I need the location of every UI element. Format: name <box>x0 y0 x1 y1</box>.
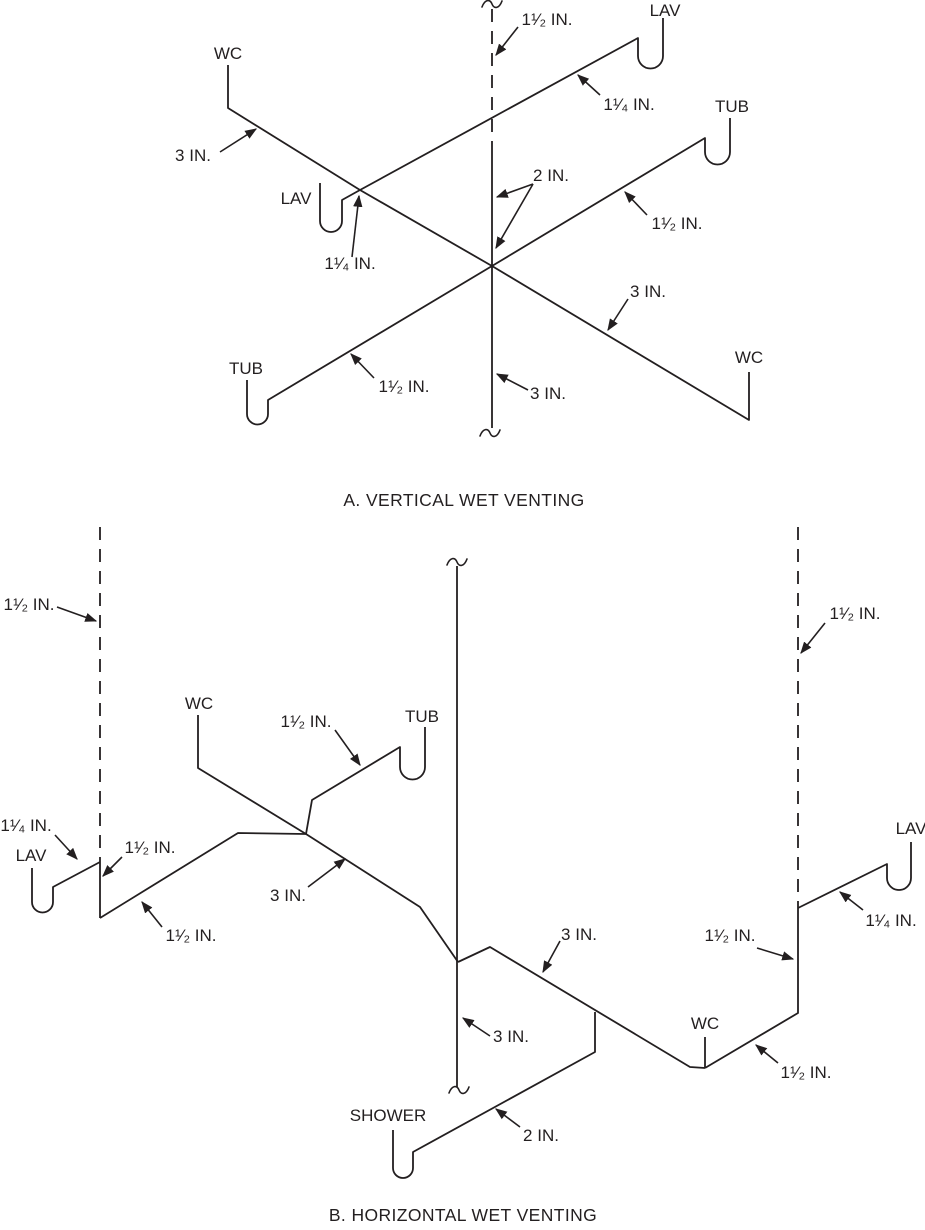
b-lav-left-branch-line <box>99 832 307 919</box>
b-label-tub: TUB <box>405 707 439 726</box>
a-label-tub-branch-top-right-size: 1¹⁄₂ IN. <box>652 214 703 233</box>
b-label-wc-left: WC <box>185 694 213 713</box>
b-wc-left-drain <box>197 715 307 835</box>
b-leader-lav-left-drain <box>141 901 163 928</box>
a-leader-stack-vent <box>495 26 519 56</box>
a-caption: A. VERTICAL WET VENTING <box>343 490 584 510</box>
a-label-lav-top-right: LAV <box>650 1 682 20</box>
b-branch-upstream-line <box>305 833 459 963</box>
b-label-lav-left: LAV <box>16 846 48 865</box>
a-leader-tub-branch-bottom-left <box>350 353 375 379</box>
b-label-vent-left-size: 1¹⁄₂ IN. <box>4 595 55 614</box>
b-label-tub-trap-arm-size: 1¹⁄₂ IN. <box>281 712 332 731</box>
b-wc-right-riser-line <box>704 908 799 1069</box>
b-pipe-break-top <box>446 557 468 567</box>
b-lav-right-trap-drain <box>797 842 912 909</box>
section-a-vertical-wet-venting: 1¹⁄₂ IN. LAV WC 1¹⁄₄ IN. TUB 3 IN. 2 IN.… <box>175 0 763 510</box>
a-pipe-break-top <box>481 0 503 9</box>
section-b-horizontal-wet-venting: 1¹⁄₂ IN. 1¹⁄₂ IN. WC 1¹⁄₂ IN. TUB 1¹⁄₄ I… <box>0 527 925 1225</box>
b-label-lav-left-drain-size: 1¹⁄₂ IN. <box>166 926 217 945</box>
b-label-lav-left-trap-arm-size: 1¹⁄₄ IN. <box>0 816 51 835</box>
b-label-wc-right-branch-size: 1¹⁄₂ IN. <box>781 1063 832 1082</box>
b-label-lav-right-trap-arm-size: 1¹⁄₄ IN. <box>865 911 916 930</box>
b-leader-lav-left-trap-arm <box>54 834 78 860</box>
b-leader-stack <box>462 1017 491 1037</box>
a-label-wc-bottom-right: WC <box>735 348 763 367</box>
b-branch-downstream-line <box>457 946 706 1069</box>
b-leader-wc-right-branch <box>755 1044 779 1064</box>
a-leader-stack-below <box>495 373 529 391</box>
a-lav-mid-left-trap-drain <box>319 183 361 233</box>
b-tub-trap-drain <box>305 727 426 835</box>
a-label-stack-below-size: 3 IN. <box>530 384 566 403</box>
b-leader-lav-left-vertical <box>102 856 123 877</box>
a-label-tub-top-right: TUB <box>715 97 749 116</box>
a-label-wet-vent-size: 2 IN. <box>533 166 569 185</box>
b-label-shower: SHOWER <box>350 1106 427 1125</box>
a-label-lav-branch-top-right-size: 1¹⁄₄ IN. <box>603 95 654 114</box>
a-tub-top-right-trap-drain <box>491 118 731 267</box>
a-label-wc-branch-top-left-size: 3 IN. <box>175 146 211 165</box>
a-leader-wc-branch-top-left <box>219 128 258 153</box>
b-leader-shower-branch <box>495 1108 521 1128</box>
a-label-tub-bottom-left: TUB <box>229 359 263 378</box>
b-label-wc-right-vertical-size: 1¹⁄₂ IN. <box>705 926 756 945</box>
b-leader-vent-right <box>800 622 826 654</box>
a-leader-lav-branch-top-right <box>577 74 601 96</box>
b-leader-branch-downstream <box>542 940 561 974</box>
a-tub-bottom-left-trap-drain <box>246 265 493 426</box>
b-leader-lav-right-trap-arm <box>839 891 864 911</box>
b-label-vent-right-size: 1¹⁄₂ IN. <box>830 604 881 623</box>
b-label-stack-size: 3 IN. <box>493 1027 529 1046</box>
b-leader-branch-upstream <box>307 858 346 888</box>
b-label-branch-upstream-size: 3 IN. <box>270 886 306 905</box>
a-wc-top-left-drain <box>227 65 361 191</box>
b-lav-left-trap-drain <box>31 861 101 914</box>
a-label-lav-branch-mid-left-size: 1¹⁄₄ IN. <box>324 254 375 273</box>
a-label-tub-branch-bottom-left-size: 1¹⁄₂ IN. <box>379 377 430 396</box>
b-caption: B. HORIZONTAL WET VENTING <box>329 1205 597 1225</box>
b-label-branch-downstream-size: 3 IN. <box>561 925 597 944</box>
a-leader-lav-branch-mid-left <box>351 194 363 258</box>
b-leader-vent-left <box>56 606 98 622</box>
a-wc-bottom-right-drain <box>491 265 750 421</box>
a-leader-wc-branch-bottom-right <box>607 298 629 332</box>
a-pipe-break-bottom <box>479 428 501 438</box>
a-leader-wet-vent-lower <box>495 183 534 250</box>
b-leader-wc-right-vertical <box>756 947 795 961</box>
b-pipe-break-bottom <box>448 1085 470 1095</box>
a-junction-to-stack-line <box>359 189 493 267</box>
b-shower-trap-drain <box>392 1012 596 1179</box>
b-label-lav-left-vertical-size: 1¹⁄₂ IN. <box>125 838 176 857</box>
a-lav-top-right-trap-drain <box>359 18 664 191</box>
b-label-wc-right: WC <box>691 1014 719 1033</box>
b-label-shower-branch-size: 2 IN. <box>523 1126 559 1145</box>
a-label-wc-branch-bottom-right-size: 3 IN. <box>630 282 666 301</box>
a-label-wc-top-left: WC <box>214 44 242 63</box>
a-leader-tub-branch-top-right <box>624 191 648 216</box>
a-label-lav-mid-left: LAV <box>281 189 313 208</box>
a-label-stack-vent-size: 1¹⁄₂ IN. <box>522 10 573 29</box>
b-leader-tub-trap-arm <box>334 729 361 766</box>
b-label-lav-right: LAV <box>896 819 925 838</box>
a-leader-wet-vent-upper <box>495 183 534 198</box>
